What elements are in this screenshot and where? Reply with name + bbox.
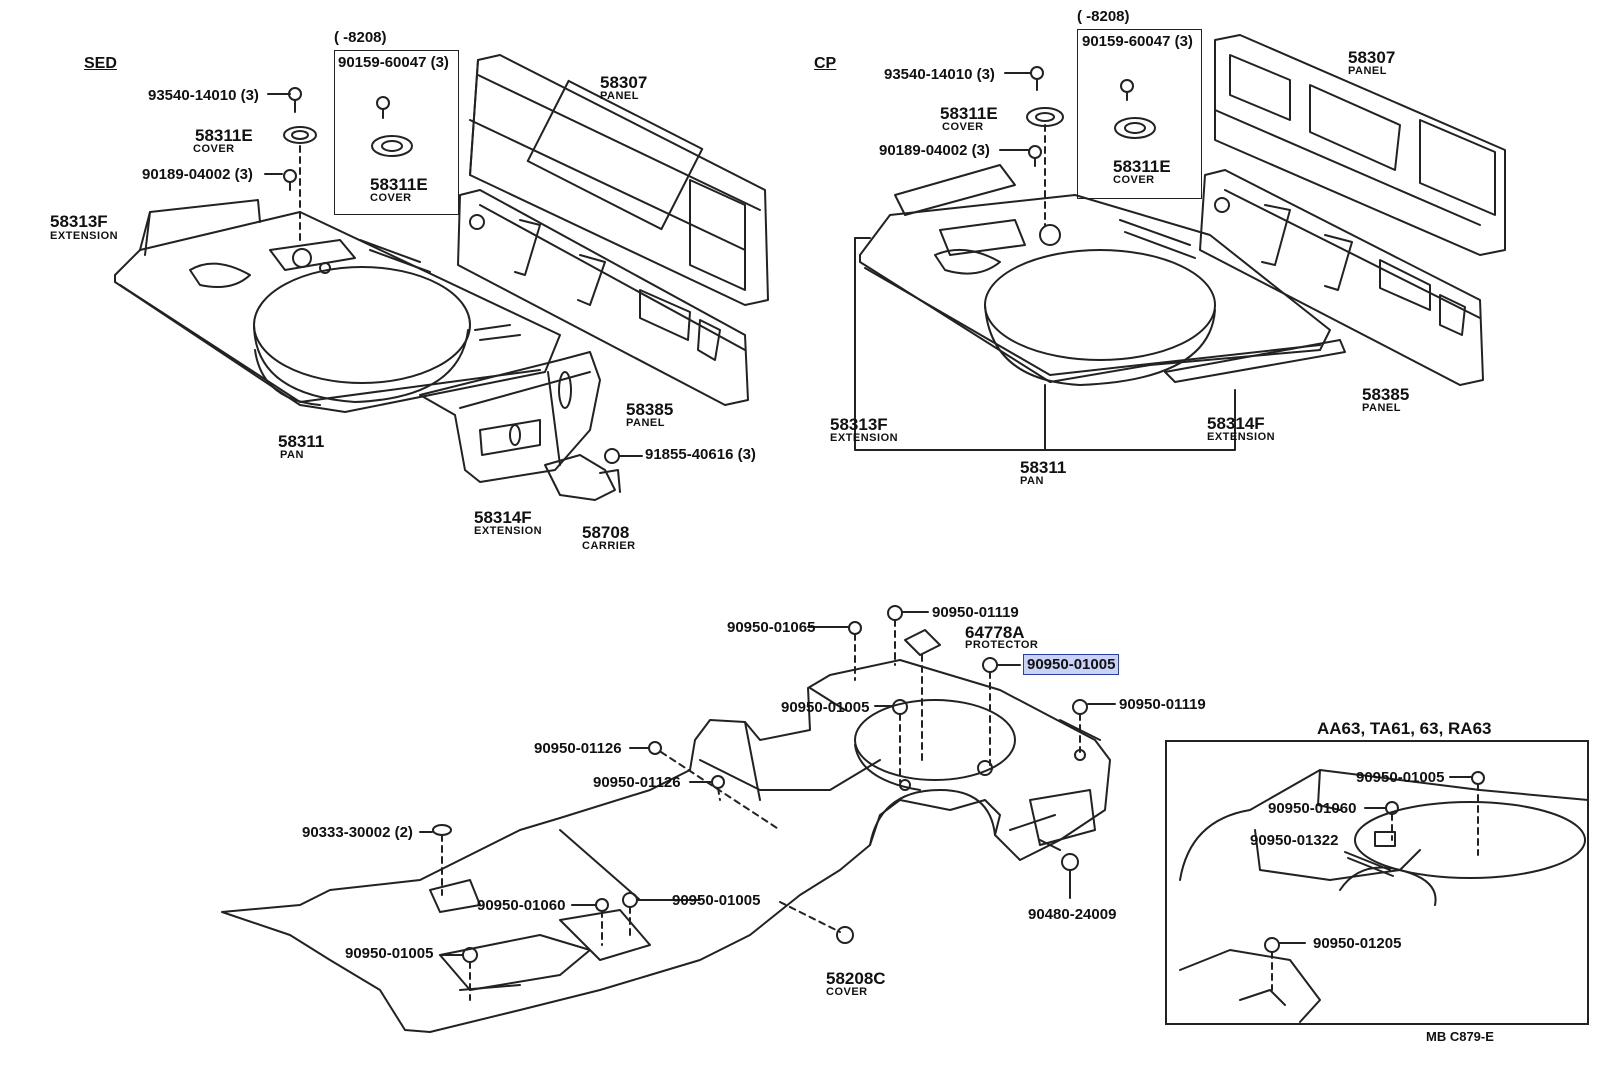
sedan-extension-58314f-drawing [419, 351, 601, 483]
coupe-panel-58385-drawing [1199, 169, 1484, 386]
inset-title: AA63, TA61, 63, RA63 [1317, 719, 1492, 738]
part-58314f-label[interactable]: 58314F [474, 508, 532, 527]
floor-part-90333-30002-label[interactable]: 90333-30002 (2) [302, 824, 413, 841]
floor-part-90950-01005-highlighted-label[interactable]: 90950-01005 [1022, 654, 1120, 675]
coupe-part-58311-label[interactable]: 58311 [1020, 458, 1067, 477]
part-58311-sub: PAN [280, 449, 304, 461]
sedan-panel-58307-drawing [469, 54, 769, 306]
part-58311e-label-inner[interactable]: 58311E [370, 175, 428, 194]
part-58311e-sub-inner: COVER [370, 192, 412, 204]
sedan-pan-drawing [114, 199, 561, 413]
coupe-part-58311-sub: PAN [1020, 475, 1044, 487]
floor-part-90950-01119-right-label[interactable]: 90950-01119 [1119, 696, 1206, 713]
part-58307-label[interactable]: 58307 [600, 73, 648, 92]
inset-drawing [1179, 769, 1589, 1023]
part-58385-sub: PANEL [626, 417, 665, 429]
inset-part-90950-01060-label[interactable]: 90950-01060 [1268, 800, 1357, 817]
coupe-part-93540-14010-label[interactable]: 93540-14010 (3) [884, 66, 995, 83]
part-93540-14010-label[interactable]: 93540-14010 (3) [148, 87, 259, 104]
coupe-cover-group-box [1077, 29, 1202, 199]
coupe-bracket-range: ( -8208) [1077, 8, 1130, 25]
coupe-part-58314f-sub: EXTENSION [1207, 431, 1276, 443]
coupe-panel-58307-drawing [1214, 34, 1506, 256]
part-58311e-sub: COVER [193, 143, 235, 155]
floor-part-90950-01005-mid-label[interactable]: 90950-01005 [672, 892, 761, 909]
part-58311e-label[interactable]: 58311E [195, 126, 253, 145]
coupe-part-58313f-label[interactable]: 58313F [830, 415, 888, 434]
coupe-part-90159-60047-label[interactable]: 90159-60047 (3) [1082, 33, 1193, 50]
part-58708-label[interactable]: 58708 [582, 523, 630, 542]
floor-part-90950-01005-low-label[interactable]: 90950-01005 [345, 945, 434, 962]
floor-part-58208c-sub: COVER [826, 986, 868, 998]
floor-part-64778a-sub: PROTECTOR [965, 639, 1039, 651]
sedan-panel-58385-drawing [457, 189, 749, 406]
sedan-cover-group-box [334, 50, 459, 215]
floor-part-90950-01060-label[interactable]: 90950-01060 [477, 897, 566, 914]
part-90159-60047-label[interactable]: 90159-60047 (3) [338, 54, 449, 71]
sedan-bracket-range: ( -8208) [334, 29, 387, 46]
coupe-part-58307-sub: PANEL [1348, 65, 1387, 77]
coupe-part-58307-label[interactable]: 58307 [1348, 48, 1396, 67]
inset-part-90950-01322-label[interactable]: 90950-01322 [1250, 832, 1339, 849]
inset-part-90950-01205-label[interactable]: 90950-01205 [1313, 935, 1402, 952]
coupe-part-90189-04002-label[interactable]: 90189-04002 (3) [879, 142, 990, 159]
floor-part-90950-01005-label[interactable]: 90950-01005 [781, 699, 870, 716]
coupe-part-58311e-sub: COVER [942, 121, 984, 133]
part-91855-40616-label[interactable]: 91855-40616 (3) [645, 446, 756, 463]
floor-pan-drawing [221, 659, 1111, 1033]
part-58313f-label[interactable]: 58313F [50, 212, 108, 231]
coupe-part-58311e-sub-inner: COVER [1113, 174, 1155, 186]
coupe-fastener-drawings [999, 66, 1156, 226]
floor-part-90950-01119-top-label[interactable]: 90950-01119 [932, 604, 1019, 621]
sedan-carrier-drawing [544, 448, 643, 501]
sedan-fastener-drawings [264, 87, 413, 241]
coupe-part-58311e-label[interactable]: 58311E [940, 104, 998, 123]
coupe-pan-drawing [859, 164, 1346, 386]
part-58311-label[interactable]: 58311 [278, 432, 325, 451]
part-90189-04002-label[interactable]: 90189-04002 (3) [142, 166, 253, 183]
floor-part-90950-01126-b-label[interactable]: 90950-01126 [593, 774, 681, 791]
coupe-part-58313f-sub: EXTENSION [830, 432, 899, 444]
part-58314f-sub: EXTENSION [474, 525, 543, 537]
floor-part-64778a-label[interactable]: 64778A [965, 623, 1025, 642]
floor-part-90480-24009-label[interactable]: 90480-24009 [1028, 906, 1117, 923]
section-coupe-label: CP [814, 55, 837, 72]
part-58307-sub: PANEL [600, 90, 639, 102]
part-58385-label[interactable]: 58385 [626, 400, 674, 419]
floor-part-58208c-label[interactable]: 58208C [826, 969, 886, 988]
section-sedan-label: SED [84, 55, 117, 72]
coupe-part-58311e-label-inner[interactable]: 58311E [1113, 157, 1171, 176]
diagram-code-footer: MB C879-E [1426, 1029, 1494, 1044]
inset-box [1165, 740, 1589, 1025]
coupe-part-58385-sub: PANEL [1362, 402, 1401, 414]
floor-fastener-drawings [419, 605, 1116, 1001]
floor-part-90950-01126-a-label[interactable]: 90950-01126 [534, 740, 622, 757]
coupe-part-58314f-label[interactable]: 58314F [1207, 414, 1265, 433]
coupe-part-58385-label[interactable]: 58385 [1362, 385, 1410, 404]
floor-part-90950-01065-label[interactable]: 90950-01065 [727, 619, 816, 636]
inset-part-90950-01005-label[interactable]: 90950-01005 [1356, 769, 1445, 786]
part-58313f-sub: EXTENSION [50, 230, 119, 242]
part-58708-sub: CARRIER [582, 540, 636, 552]
